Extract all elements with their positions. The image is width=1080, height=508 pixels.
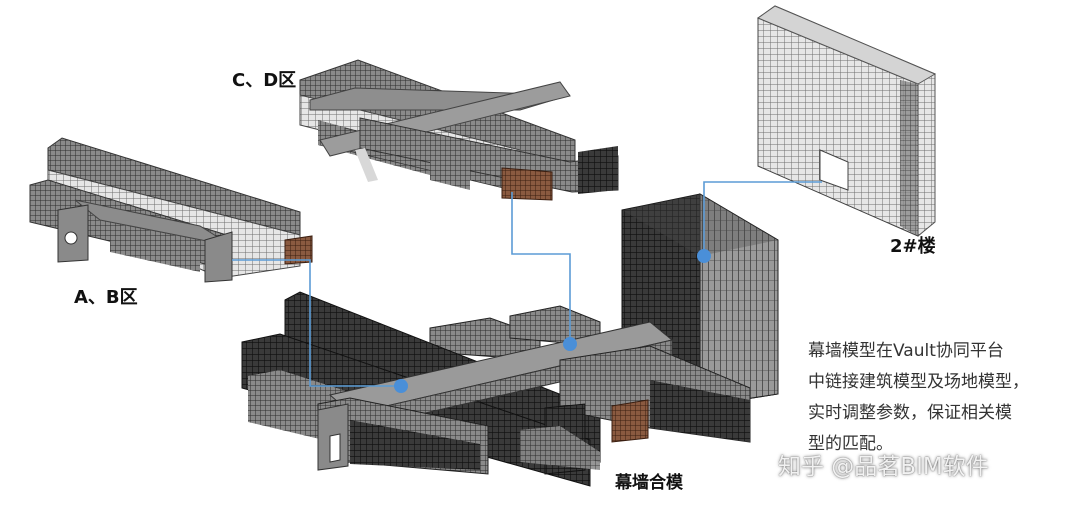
description-line: 实时调整参数，保证相关模 <box>808 403 1012 423</box>
description-text: 幕墙模型在Vault协同平台 中链接建筑模型及场地模型， 实时调整参数，保证相关… <box>808 336 1070 460</box>
connector-dot-building-2 <box>697 249 711 263</box>
label-cd-zone: C、D区 <box>232 70 297 91</box>
connector-dot-ab <box>394 379 408 393</box>
description-line: 型的匹配。 <box>808 434 893 454</box>
label-ab-zone: A、B区 <box>74 287 138 308</box>
label-combined: 幕墙合模 <box>615 473 683 493</box>
connector-lines <box>232 181 822 387</box>
connector-cd-zone <box>511 192 571 344</box>
cd-zone-model <box>299 59 619 201</box>
connector-building-2 <box>703 181 822 256</box>
ab-zone-model <box>29 137 313 283</box>
combined-model <box>241 193 779 487</box>
connector-ab-zone <box>232 259 401 387</box>
description-line: 幕墙模型在Vault协同平台 <box>808 341 1004 361</box>
watermark: 知乎 @品茗BIM软件 <box>778 454 989 480</box>
label-building-2: 2#楼 <box>890 236 936 257</box>
connector-dot-cd <box>563 337 577 351</box>
description-line: 中链接建筑模型及场地模型， <box>808 372 1029 392</box>
building-2-model <box>756 5 937 237</box>
